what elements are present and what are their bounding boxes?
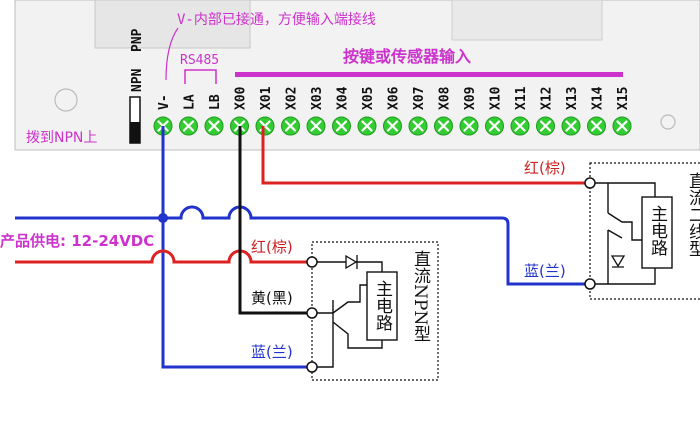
terminal-screw-x10[interactable]	[485, 116, 504, 136]
terminal-label-la: LA	[183, 94, 198, 110]
npn-terminal-yellow	[306, 307, 318, 319]
terminal-label-x04: X04	[336, 86, 351, 110]
terminal-label-x06: X06	[387, 86, 402, 110]
terminal-screw-x13[interactable]	[561, 116, 581, 136]
npn-terminal-red	[306, 256, 318, 268]
terminal-label-x10: X10	[489, 86, 504, 110]
terminal-screw-x02[interactable]	[281, 116, 300, 136]
npn-type-label: 直流NPN型	[410, 250, 431, 342]
v-minus-note: V-内部已接通，方便输入端接线	[177, 11, 376, 28]
twowire-wire-blue-label: 蓝(兰)	[524, 262, 566, 280]
wire-blue-power	[15, 205, 590, 286]
terminal-screw-x07[interactable]	[408, 116, 428, 136]
terminal-label-x02: X02	[285, 87, 300, 110]
terminal-label-x05: X05	[361, 87, 376, 110]
npn-main-circuit-label: 主电路	[372, 280, 393, 331]
twowire-internal-wiring	[595, 182, 656, 285]
terminal-screw-x14[interactable]	[587, 116, 606, 136]
terminal-screw-x03[interactable]	[306, 116, 326, 136]
mounting-hole-left	[54, 88, 78, 112]
terminal-screw-x04[interactable]	[332, 116, 351, 136]
terminal-screw-x05[interactable]	[357, 116, 377, 136]
board-inner-panel	[94, 0, 251, 49]
npn-main-circuit-box	[366, 271, 398, 341]
wire-red-power	[15, 249, 312, 264]
twowire-terminal-red	[584, 177, 596, 189]
terminal-screw-x08[interactable]	[434, 116, 453, 136]
twowire-terminal-blue	[584, 278, 596, 290]
v-minus-note-leader	[165, 27, 179, 81]
terminal-label-x11: X11	[514, 86, 529, 110]
terminal-label-x01: X01	[259, 86, 274, 110]
terminal-label-x07: X07	[412, 87, 427, 110]
board-inner-panel-2	[451, 0, 603, 41]
twowire-type-label: 直流二线型	[685, 172, 700, 257]
terminal-label-x03: X03	[310, 87, 325, 110]
terminal-label-lb: LB	[208, 94, 223, 110]
npn-wire-blue-label: 蓝(兰)	[251, 343, 293, 361]
twowire-main-circuit-box	[641, 196, 673, 269]
power-label: 产品供电: 12-24VDC	[0, 232, 154, 250]
terminal-label-x09: X09	[463, 87, 478, 110]
junction-dot	[158, 213, 168, 223]
terminal-block: V- LA LB X00 X01 X02 X03 X04 X05 X06 X07 X08 X09 X10 X…	[153, 86, 632, 136]
terminal-screw-x15[interactable]	[612, 116, 632, 136]
switch-slider	[130, 122, 140, 143]
switch-npn-label: NPN	[130, 68, 145, 92]
switch-hint: 拨到NPN上	[26, 130, 97, 146]
terminal-label-x15: X15	[616, 87, 631, 110]
wire-blue-v-minus	[161, 126, 312, 369]
terminal-screw-la[interactable]	[179, 116, 198, 136]
wire-red-x01	[261, 126, 590, 185]
terminal-label-v: V-	[157, 94, 172, 110]
npn-terminal-blue	[306, 361, 318, 373]
terminal-label-x13: X13	[565, 87, 580, 110]
terminal-screw-x01[interactable]	[255, 116, 275, 136]
terminal-label-x12: X12	[540, 87, 555, 110]
switch-pnp-label: PNP	[130, 28, 145, 52]
npn-wire-red-label: 红(棕)	[251, 238, 293, 256]
terminal-screw-x12[interactable]	[536, 116, 555, 136]
wire-black-x00	[238, 126, 312, 315]
terminal-label-x08: X08	[438, 86, 453, 110]
terminal-screw-x09[interactable]	[459, 116, 479, 136]
input-group-label: 按键或传感器输入	[343, 47, 471, 66]
terminal-screw-x06[interactable]	[383, 116, 402, 136]
npn-wire-yellow-label: 黄(黑)	[251, 289, 293, 307]
mounting-hole-right	[660, 114, 676, 130]
terminal-screw-lb[interactable]	[204, 116, 224, 136]
twowire-diode	[610, 255, 626, 268]
terminal-label-x14: X14	[591, 86, 606, 110]
twowire-main-circuit-label: 主电路	[647, 205, 668, 256]
terminal-label-x00: X00	[234, 86, 249, 110]
rs485-bracket	[184, 69, 217, 84]
twowire-sensor-outline	[589, 162, 700, 300]
npn-diode	[345, 254, 358, 270]
twowire-wire-red-label: 红(棕)	[524, 159, 566, 177]
terminal-screw-x11[interactable]	[510, 116, 530, 136]
rs485-label: RS485	[180, 53, 219, 68]
input-group-bar	[235, 72, 623, 77]
